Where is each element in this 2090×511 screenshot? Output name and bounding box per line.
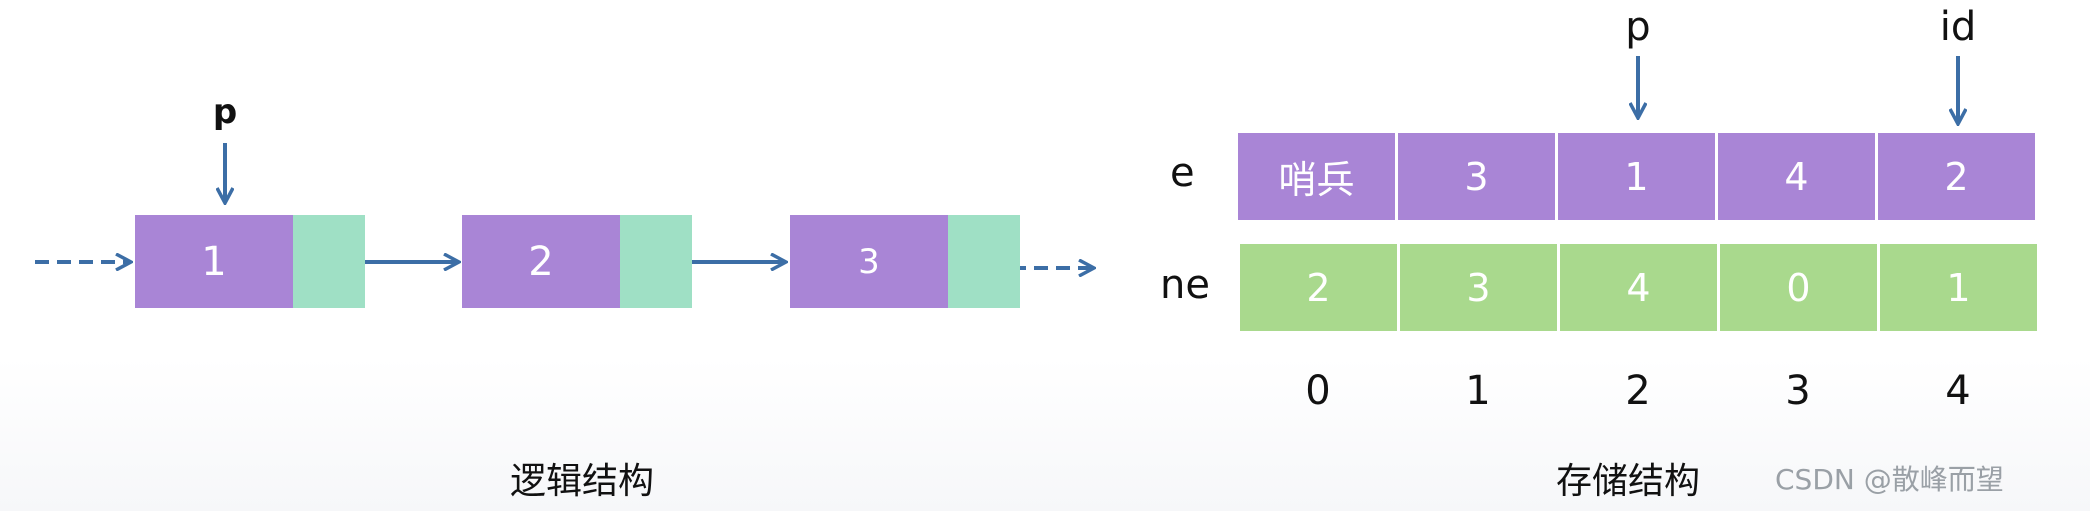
array-e-cell: 哨兵 — [1238, 133, 1395, 220]
array-e-cell: 1 — [1558, 133, 1715, 220]
row-label-ne: ne — [1160, 262, 1210, 308]
array-ne-cell: 1 — [1880, 244, 2037, 331]
array-ne-cell: 2 — [1240, 244, 1397, 331]
node-value: 1 — [201, 238, 227, 285]
array-index: 3 — [1785, 368, 1811, 414]
array-ne-cell: 0 — [1720, 244, 1877, 331]
pointer-id-label-storage: id — [1939, 4, 1977, 50]
array-ne-cell: 3 — [1400, 244, 1557, 331]
node-pointer-box — [620, 215, 692, 308]
row-label-e: e — [1170, 150, 1195, 196]
watermark: CSDN @散峰而望 — [1775, 463, 2004, 496]
node-value-box: 3 — [790, 215, 948, 308]
array-e-cell: 2 — [1878, 133, 2035, 220]
node-pointer-box — [293, 215, 365, 308]
array-e-cell: 3 — [1398, 133, 1555, 220]
node-value: 2 — [528, 238, 554, 285]
node-value: 3 — [858, 241, 880, 282]
caption-storage-structure: 存储结构 — [1556, 461, 1701, 502]
pointer-p-label-storage: p — [1625, 4, 1651, 50]
node-value-box: 1 — [135, 215, 293, 308]
array-ne-cell: 4 — [1560, 244, 1717, 331]
caption-logical-structure: 逻辑结构 — [510, 461, 655, 502]
pointer-p-label-logical: p — [212, 92, 238, 132]
array-index: 1 — [1465, 368, 1491, 414]
array-index: 2 — [1625, 368, 1651, 414]
node-value-box: 2 — [462, 215, 620, 308]
array-index: 0 — [1305, 368, 1331, 414]
node-pointer-box — [948, 215, 1020, 308]
array-index: 4 — [1945, 368, 1971, 414]
array-e-cell: 4 — [1718, 133, 1875, 220]
